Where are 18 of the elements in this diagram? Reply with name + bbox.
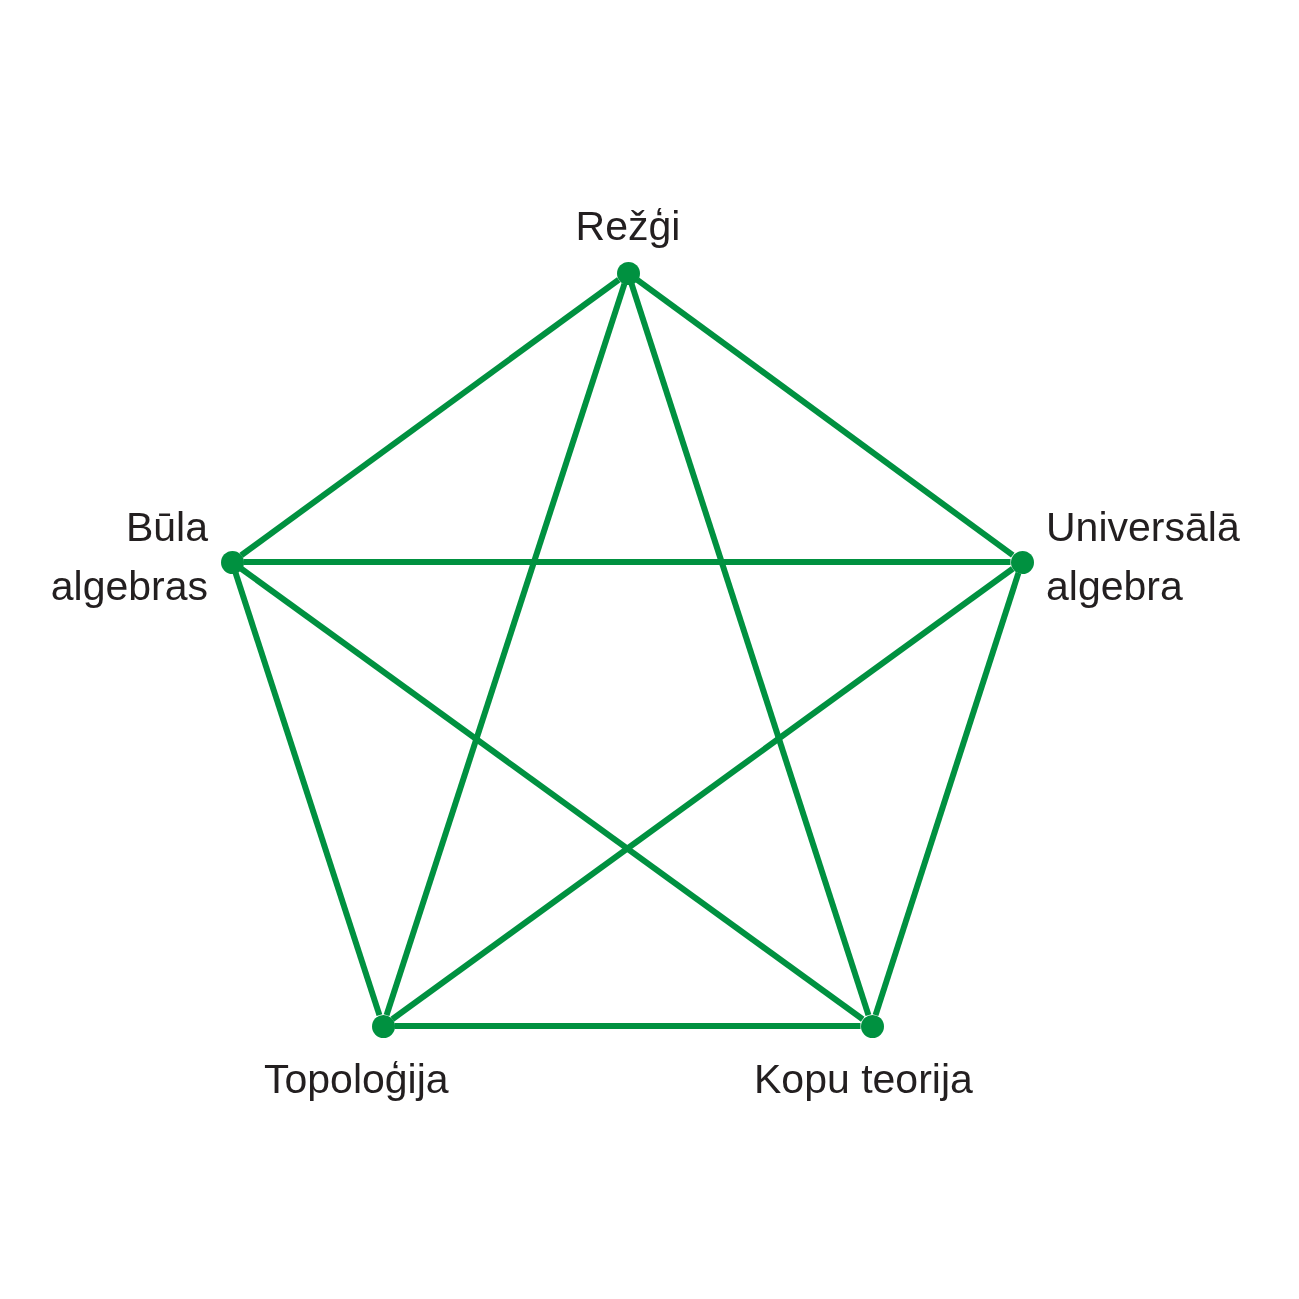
vertex-label: Kopu teorija <box>754 1055 974 1104</box>
connector-line <box>390 566 1015 1022</box>
connector-line <box>239 277 621 558</box>
connector-line <box>243 559 1011 565</box>
connector-line <box>628 283 872 1016</box>
vertex-dot <box>220 550 244 574</box>
vertex-label: Universālā algebra <box>1046 503 1241 611</box>
connector-line <box>232 572 383 1016</box>
connector-line <box>872 572 1022 1016</box>
vertex-label: Režģi <box>574 202 682 251</box>
connector-line <box>239 566 865 1022</box>
vertex-label: Topoloģija <box>264 1055 450 1104</box>
vertex-dot <box>371 1014 395 1038</box>
vertex-dot <box>616 261 640 285</box>
connector-line <box>394 1023 861 1029</box>
connector-line <box>635 277 1015 558</box>
connector-line <box>383 283 628 1016</box>
vertex-label: Būla algebras <box>49 503 208 611</box>
